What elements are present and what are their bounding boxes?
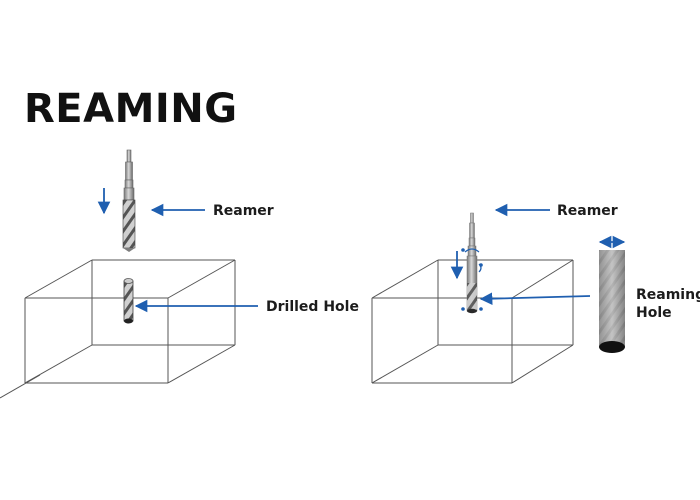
reamer-callout-left: Reamer [150, 203, 274, 219]
drilled-hole [123, 278, 134, 324]
left-block [0, 259, 236, 399]
reamed-hole-callout [479, 292, 591, 305]
reamer-callout-right: Reamer [494, 203, 618, 219]
reaming-hole-label-line1: Reaming [636, 287, 700, 303]
reamed-hole-detail [598, 235, 626, 353]
right-block [371, 259, 574, 384]
drilled-hole-callout: Drilled Hole [134, 299, 359, 315]
reamer-tool-right [466, 212, 478, 314]
reamer-label-right: Reamer [557, 203, 618, 219]
rotation-indicator [461, 248, 483, 311]
reaming-hole-label-line2: Hole [636, 305, 672, 321]
reamer-label-left: Reamer [213, 203, 274, 219]
reamer-tool-left [122, 149, 136, 252]
page-title: REAMING [24, 86, 238, 132]
drilled-hole-label: Drilled Hole [266, 299, 359, 315]
